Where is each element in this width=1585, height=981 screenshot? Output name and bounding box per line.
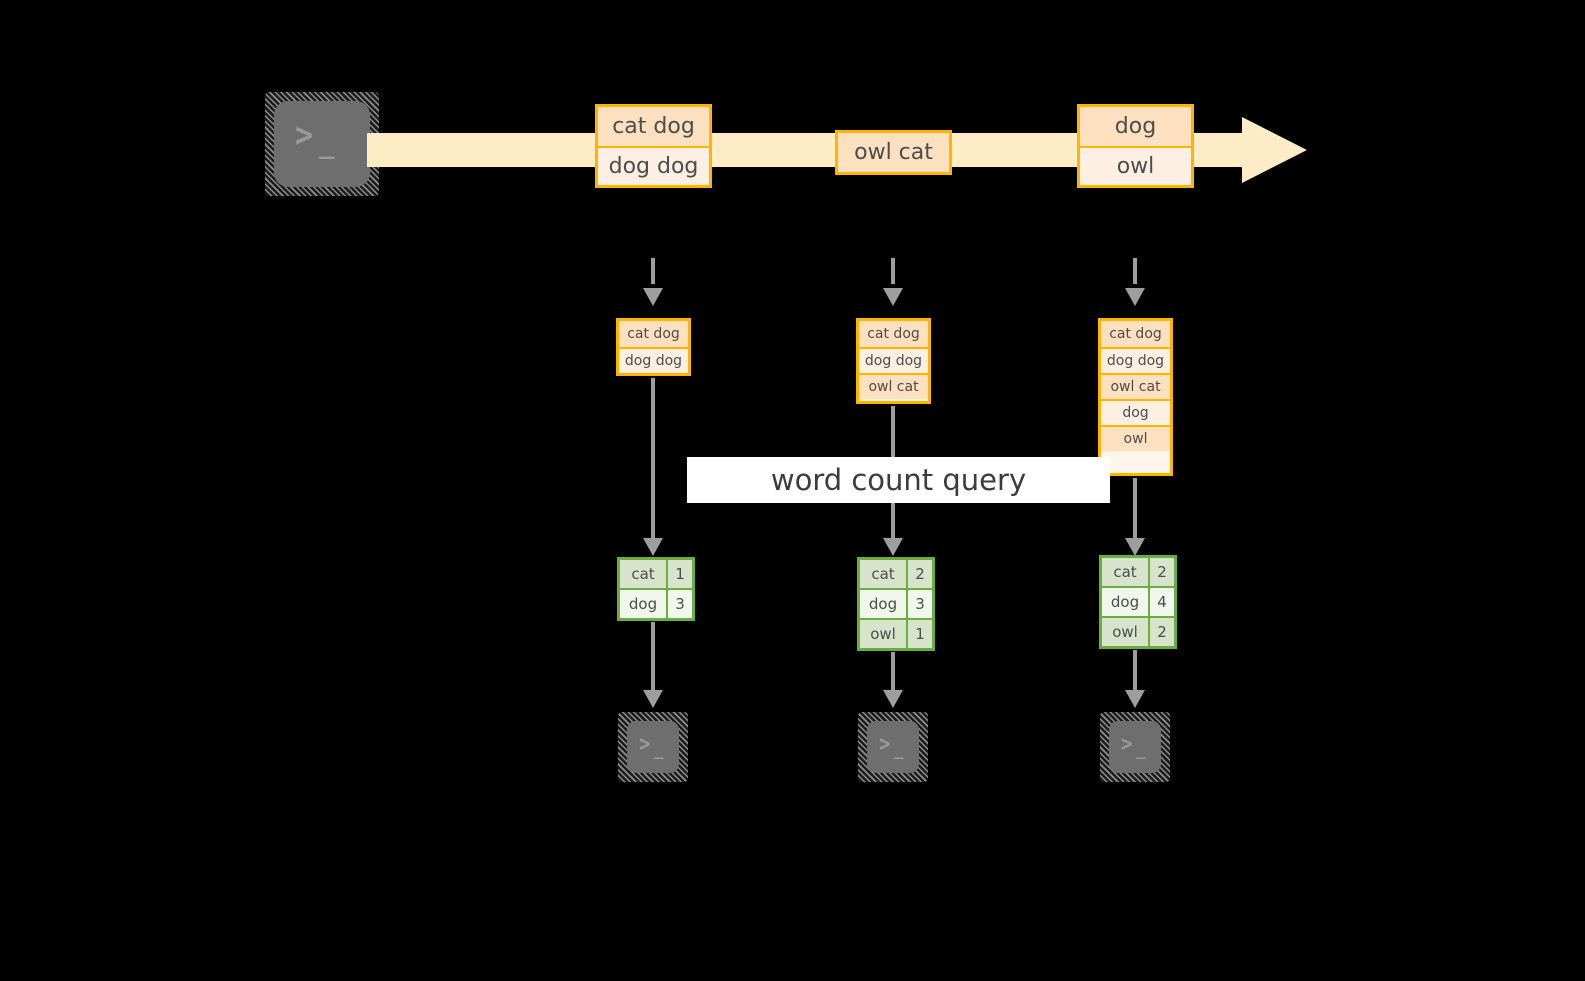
sink-connector-arrowhead-icon-1 — [643, 690, 663, 708]
accumulated-record-line: dog — [1101, 399, 1170, 425]
table-row: cat 2 — [1102, 558, 1174, 586]
result-count: 4 — [1148, 588, 1174, 616]
stream-message-line: dog — [1080, 107, 1191, 146]
query-connector-line-1 — [651, 378, 655, 546]
accumulated-record-line: owl — [1101, 425, 1170, 451]
terminal-prompt-chevron-icon: > — [295, 115, 314, 156]
result-count: 2 — [1148, 558, 1174, 586]
terminal-prompt-cursor-icon: _ — [1136, 740, 1146, 759]
accumulated-record-line: owl cat — [1101, 373, 1170, 399]
feed-connector-arrowhead-icon-3 — [1125, 288, 1145, 306]
terminal-icon-sink-3: > _ — [1100, 712, 1170, 782]
terminal-screen: > _ — [1109, 721, 1161, 773]
result-word: cat — [620, 560, 666, 588]
stream-message-2: owl cat — [835, 130, 952, 175]
result-count: 3 — [666, 590, 692, 618]
result-word: dog — [1102, 588, 1148, 616]
accumulated-record-line: dog dog — [619, 347, 688, 373]
table-row: owl 2 — [1102, 616, 1174, 646]
sink-connector-line-2 — [891, 652, 895, 698]
terminal-screen: > _ — [274, 101, 370, 187]
sink-connector-arrowhead-icon-3 — [1125, 690, 1145, 708]
accumulated-records-3: cat dog dog dog owl cat dog owl — [1098, 318, 1173, 476]
table-row: dog 3 — [860, 588, 932, 618]
sink-connector-line-3 — [1133, 650, 1137, 698]
accumulated-record-line: owl cat — [859, 373, 928, 399]
result-word: cat — [1102, 558, 1148, 586]
accumulated-record-line: cat dog — [619, 321, 688, 347]
result-word: owl — [1102, 618, 1148, 646]
stream-message-3: dog owl — [1077, 104, 1194, 188]
sink-connector-arrowhead-icon-2 — [883, 690, 903, 708]
table-row: dog 4 — [1102, 586, 1174, 616]
result-word: dog — [620, 590, 666, 618]
stream-message-line: owl cat — [838, 133, 949, 172]
terminal-icon-sink-1: > _ — [618, 712, 688, 782]
terminal-prompt-cursor-icon: _ — [319, 130, 335, 160]
terminal-prompt-cursor-icon: _ — [894, 740, 904, 759]
result-word: cat — [860, 560, 906, 588]
query-connector-arrowhead-icon-3 — [1125, 538, 1145, 556]
feed-connector-line-2 — [891, 258, 895, 284]
terminal-prompt-chevron-icon: > — [639, 731, 651, 757]
table-row: owl 1 — [860, 618, 932, 648]
stream-arrow-head-icon — [1242, 117, 1307, 183]
result-count: 2 — [906, 560, 932, 588]
query-connector-arrowhead-icon-2 — [883, 538, 903, 556]
terminal-prompt-chevron-icon: > — [879, 731, 891, 757]
accumulated-record-line: dog dog — [859, 347, 928, 373]
accumulated-records-2: cat dog dog dog owl cat — [856, 318, 931, 404]
query-label-text: word count query — [770, 463, 1027, 497]
accumulated-record-line: cat dog — [859, 321, 928, 347]
result-count: 2 — [1148, 618, 1174, 646]
result-table-1: cat 1 dog 3 — [617, 557, 695, 621]
terminal-screen: > _ — [627, 721, 679, 773]
terminal-icon-source: > _ — [265, 92, 379, 196]
feed-connector-arrowhead-icon-2 — [883, 288, 903, 306]
feed-connector-line-1 — [651, 258, 655, 284]
query-label: word count query — [687, 457, 1110, 503]
feed-connector-line-3 — [1133, 258, 1137, 284]
query-connector-arrowhead-icon-1 — [643, 538, 663, 556]
terminal-prompt-cursor-icon: _ — [654, 740, 664, 759]
result-word: dog — [860, 590, 906, 618]
accumulated-record-line: cat dog — [1101, 321, 1170, 347]
accumulated-records-1: cat dog dog dog — [616, 318, 691, 376]
terminal-screen: > _ — [867, 721, 919, 773]
result-table-3: cat 2 dog 4 owl 2 — [1099, 555, 1177, 649]
result-word: owl — [860, 620, 906, 648]
accumulated-record-line: dog dog — [1101, 347, 1170, 373]
result-count: 3 — [906, 590, 932, 618]
sink-connector-line-1 — [651, 622, 655, 698]
query-connector-line-3 — [1133, 478, 1137, 546]
stream-message-1: cat dog dog dog — [595, 104, 712, 188]
result-count: 1 — [906, 620, 932, 648]
table-row: cat 2 — [860, 560, 932, 588]
table-row: cat 1 — [620, 560, 692, 588]
terminal-icon-sink-2: > _ — [858, 712, 928, 782]
terminal-prompt-chevron-icon: > — [1121, 731, 1133, 757]
stream-message-line: owl — [1080, 146, 1191, 185]
stream-message-line: cat dog — [598, 107, 709, 146]
stream-message-line: dog dog — [598, 146, 709, 185]
table-row: dog 3 — [620, 588, 692, 618]
result-table-2: cat 2 dog 3 owl 1 — [857, 557, 935, 651]
feed-connector-arrowhead-icon-1 — [643, 288, 663, 306]
result-count: 1 — [666, 560, 692, 588]
